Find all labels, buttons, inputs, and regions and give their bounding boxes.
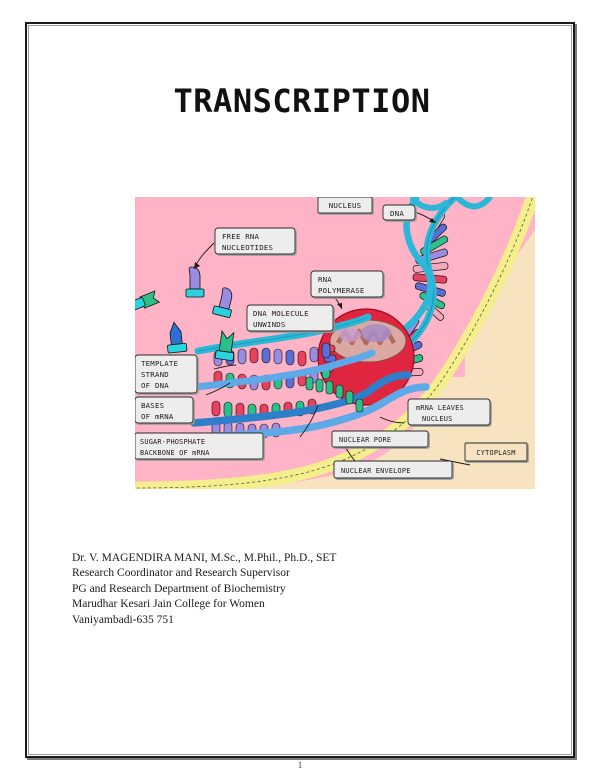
label-rna-polymerase-line2: POLYMERASE (318, 286, 365, 295)
label-sugar-phosphate-line1: SUGAR-PHOSPHATE (140, 438, 205, 446)
author-name-line: Dr. V. MAGENDIRA MANI, M.Sc., M.Phil., P… (72, 552, 337, 564)
label-mrna-leaves-nucleus-line1: mRNA LEAVES (416, 404, 464, 412)
free-rna-nucleotide-shapes (135, 266, 235, 362)
author-institution-line: Marudhar Kesari Jain College for Women (72, 598, 265, 611)
label-bases-of-mrna-line1: BASES (141, 401, 164, 410)
figure-labels: NUCLEUS DNA FREE RNA NUCLEOTIDES RNA (135, 197, 528, 479)
label-nuclear-envelope-text: NUCLEAR ENVELOPE (341, 467, 411, 475)
label-mrna-leaves-nucleus: mRNA LEAVES NUCLEUS (407, 398, 491, 426)
label-dna-text: DNA (390, 209, 404, 218)
document-page: TRANSCRIPTION (25, 22, 575, 758)
author-role-line: Research Coordinator and Research Superv… (72, 567, 290, 580)
label-cytoplasm-text: CYTOPLASM (476, 449, 515, 457)
label-template-strand-line3: OF DNA (141, 381, 169, 390)
label-nuclear-pore-text: NUCLEAR PORE (339, 436, 391, 444)
label-free-rna-nucleotides: FREE RNA NUCLEOTIDES (214, 227, 296, 255)
label-free-rna-nucleotides-line2: NUCLEOTIDES (222, 243, 273, 252)
label-rna-polymerase: RNA POLYMERASE (310, 270, 384, 298)
page-number: 1 (297, 760, 303, 770)
label-bases-of-mrna-line2: OF mRNA (141, 412, 174, 421)
author-department-line: PG and Research Department of Biochemist… (72, 582, 286, 595)
label-nuclear-pore: NUCLEAR PORE (331, 430, 429, 448)
label-mrna-leaves-nucleus-line2: NUCLEUS (422, 415, 452, 423)
label-nuclear-envelope: NUCLEAR ENVELOPE (333, 460, 453, 479)
author-location-line: Vaniyambadi-635 751 (72, 613, 174, 626)
label-sugar-phosphate-backbone: SUGAR-PHOSPHATE BACKBONE OF mRNA (135, 432, 264, 460)
unwound-strands (190, 313, 430, 441)
label-dna: DNA (382, 204, 416, 221)
label-bases-of-mrna: BASES OF mRNA (135, 396, 194, 424)
label-nucleus: NUCLEUS (317, 197, 373, 214)
label-template-strand-line2: STRAND (141, 370, 169, 379)
label-dna-molecule-unwinds-line1: DNA MOLECULE (253, 309, 309, 318)
label-rna-polymerase-line1: RNA (318, 275, 332, 284)
transcription-diagram: NUCLEUS DNA FREE RNA NUCLEOTIDES RNA (110, 175, 535, 489)
label-template-strand-line1: TEMPLATE (141, 359, 178, 368)
label-sugar-phosphate-line2: BACKBONE OF mRNA (140, 449, 210, 457)
label-dna-molecule-unwinds-line2: UNWINDS (253, 320, 286, 329)
label-free-rna-nucleotides-line1: FREE RNA (222, 232, 260, 241)
diagram-canvas: NUCLEUS DNA FREE RNA NUCLEOTIDES RNA (135, 197, 535, 489)
label-template-strand-of-dna: TEMPLATE STRAND OF DNA (135, 354, 198, 394)
label-dna-molecule-unwinds: DNA MOLECULE UNWINDS (246, 304, 334, 332)
page-title: TRANSCRIPTION (173, 82, 431, 120)
label-cytoplasm: CYTOPLASM (464, 442, 528, 462)
author-credit-block: Dr. V. MAGENDIRA MANI, M.Sc., M.Phil., P… (72, 551, 542, 628)
label-nucleus-text: NUCLEUS (329, 201, 362, 210)
